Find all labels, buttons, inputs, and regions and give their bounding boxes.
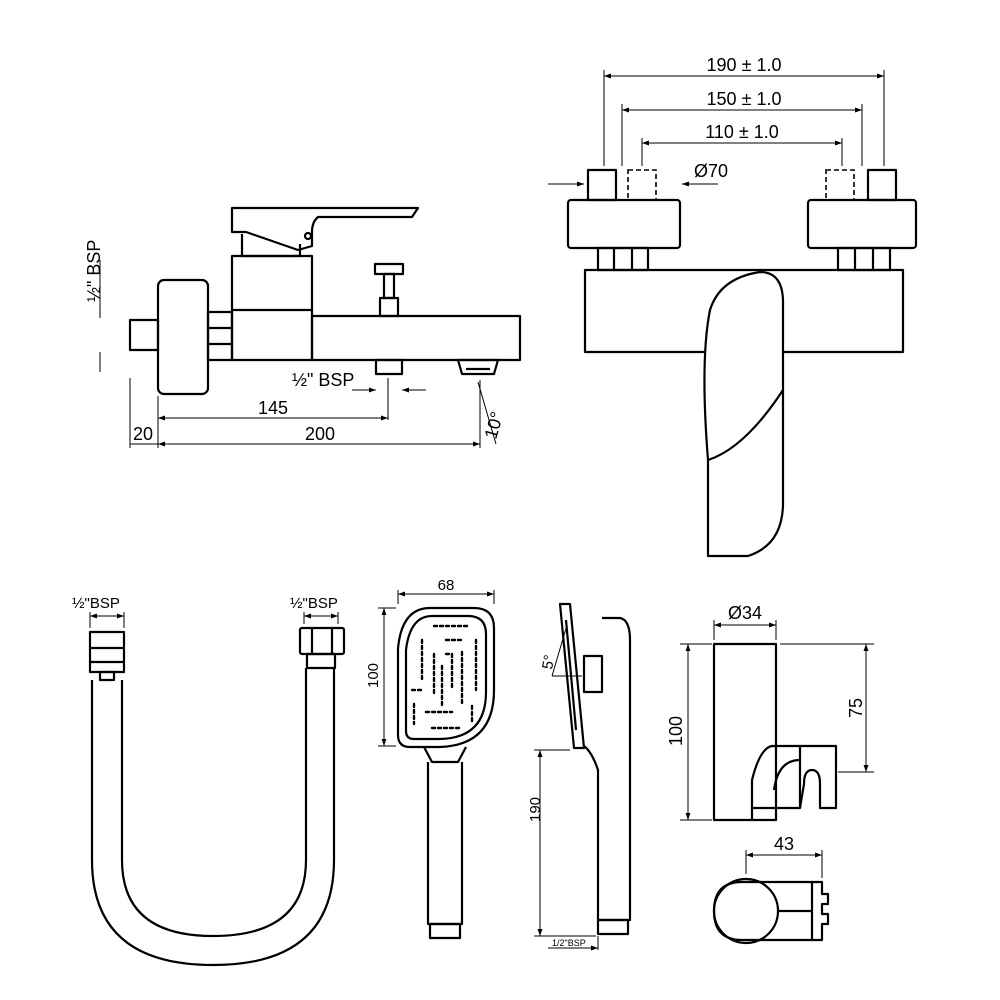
- label-dim-150: 150 ± 1.0: [707, 89, 782, 109]
- spout-aerator: [456, 358, 500, 376]
- hose-outer: [90, 668, 336, 967]
- wall-holder-top: 43: [712, 834, 830, 945]
- holder-post: [712, 642, 778, 822]
- lever-handle: [230, 206, 420, 252]
- label-hose-bsp-left: ½"BSP: [72, 595, 120, 612]
- shower-hose: ½"BSP ½"BSP: [72, 595, 346, 967]
- pipe-right-outer: [866, 168, 898, 202]
- holder-arm: [750, 744, 802, 820]
- spout-body: [310, 314, 522, 362]
- nozzle-pattern: [410, 624, 478, 730]
- holder-top-disc: [712, 877, 780, 945]
- label-dim-190: 190 ± 1.0: [707, 55, 782, 75]
- label-angle-10: 10°: [481, 409, 508, 441]
- label-angle-5: 5°: [539, 654, 558, 671]
- label-bsp-spout: ½" BSP: [292, 370, 354, 390]
- nut-left: [596, 246, 650, 272]
- label-head-100: 100: [365, 663, 382, 688]
- label-dim-145: 145: [258, 398, 288, 418]
- side-body: [583, 616, 632, 922]
- label-hose-bsp-right: ½"BSP: [290, 595, 338, 612]
- mixer-front-view: 190 ± 1.0 150 ± 1.0 110 ± 1.0 Ø70: [548, 55, 918, 558]
- hand-shower-side: 5° 190 1/2"BSP: [527, 602, 632, 951]
- lever-neck: [240, 234, 302, 258]
- diverter-knob: [373, 262, 405, 276]
- shower-outlet: [374, 358, 404, 376]
- hand-shower-front: 68 100: [365, 577, 496, 940]
- front-lever: [703, 270, 785, 558]
- pipe-left-outer: [586, 168, 618, 202]
- handle-thread: [428, 922, 462, 940]
- lever-screw: [303, 231, 313, 241]
- hose-nut-right: [298, 626, 346, 656]
- label-dim-110: 110 ± 1.0: [705, 122, 779, 142]
- label-holder-75: 75: [846, 698, 866, 718]
- shower-head-face: [404, 614, 488, 741]
- wall-flange: [156, 278, 210, 396]
- union-nut: [206, 310, 234, 362]
- wall-holder-side: Ø34 100 75: [666, 603, 874, 822]
- mixer-side-view: ½" BSP 145 20 200 ½" BSP 10°: [84, 206, 522, 448]
- label-bsp-inlet: ½" BSP: [84, 240, 104, 302]
- holder-cradle: [798, 744, 838, 810]
- pipe-right-inner: [825, 169, 855, 201]
- flange-left: [566, 198, 682, 250]
- label-holder-43: 43: [774, 834, 794, 854]
- label-dim-200: 200: [305, 424, 335, 444]
- label-dia-34: Ø34: [728, 603, 762, 623]
- side-head-plate: [558, 602, 586, 750]
- label-dim-20: 20: [133, 424, 153, 444]
- hose-inner: [120, 668, 308, 938]
- inlet-pipe: [128, 318, 160, 352]
- mixer-body: [230, 254, 314, 362]
- label-head-68: 68: [438, 577, 455, 594]
- label-holder-100: 100: [666, 716, 686, 746]
- shower-handle: [426, 762, 464, 926]
- pipe-left-inner: [627, 169, 657, 201]
- label-handle-bsp: 1/2"BSP: [552, 938, 586, 948]
- nut-right: [836, 246, 892, 272]
- label-dia-70: Ø70: [694, 161, 728, 181]
- label-handle-190: 190: [527, 797, 544, 822]
- flange-right: [806, 198, 918, 250]
